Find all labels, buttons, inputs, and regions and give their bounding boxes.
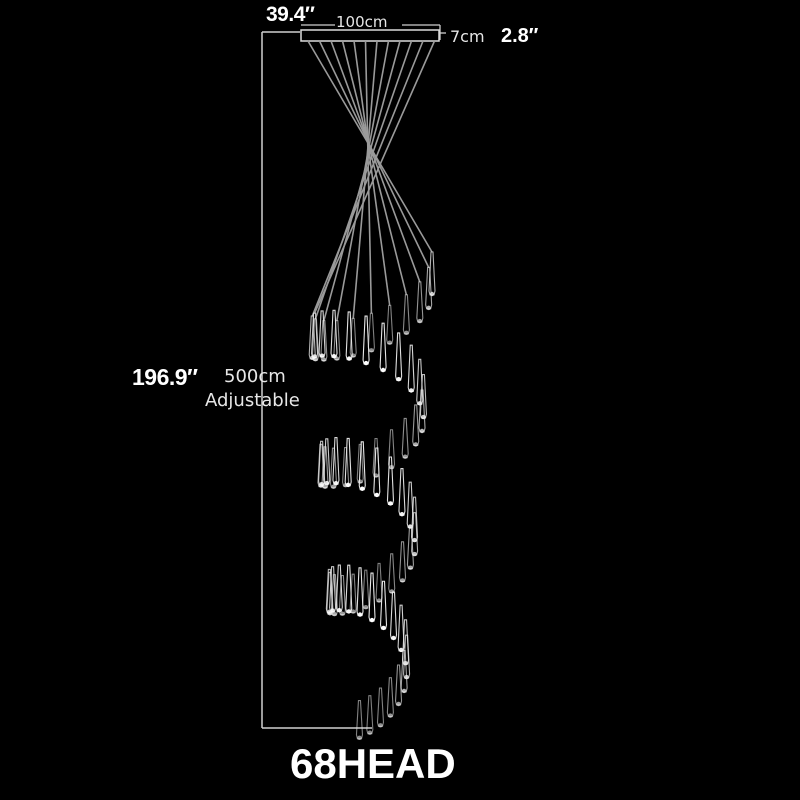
adjustable-note: Adjustable — [205, 390, 300, 411]
width-inches-label: 39.4″ — [266, 3, 315, 26]
drop-inches-label: 196.9″ — [132, 364, 198, 390]
canopy-height-cm-label: 7cm — [450, 27, 485, 46]
canopy-height-inches-label: 2.8″ — [501, 25, 539, 47]
pendant-group — [307, 40, 436, 740]
product-title: 68HEAD — [290, 740, 456, 787]
canopy — [300, 29, 440, 42]
drop-dimension-line — [261, 31, 372, 729]
drop-cm-label: 500cm — [224, 366, 286, 387]
width-dimension-line — [301, 24, 446, 40]
width-cm-label: 100cm — [336, 13, 388, 31]
